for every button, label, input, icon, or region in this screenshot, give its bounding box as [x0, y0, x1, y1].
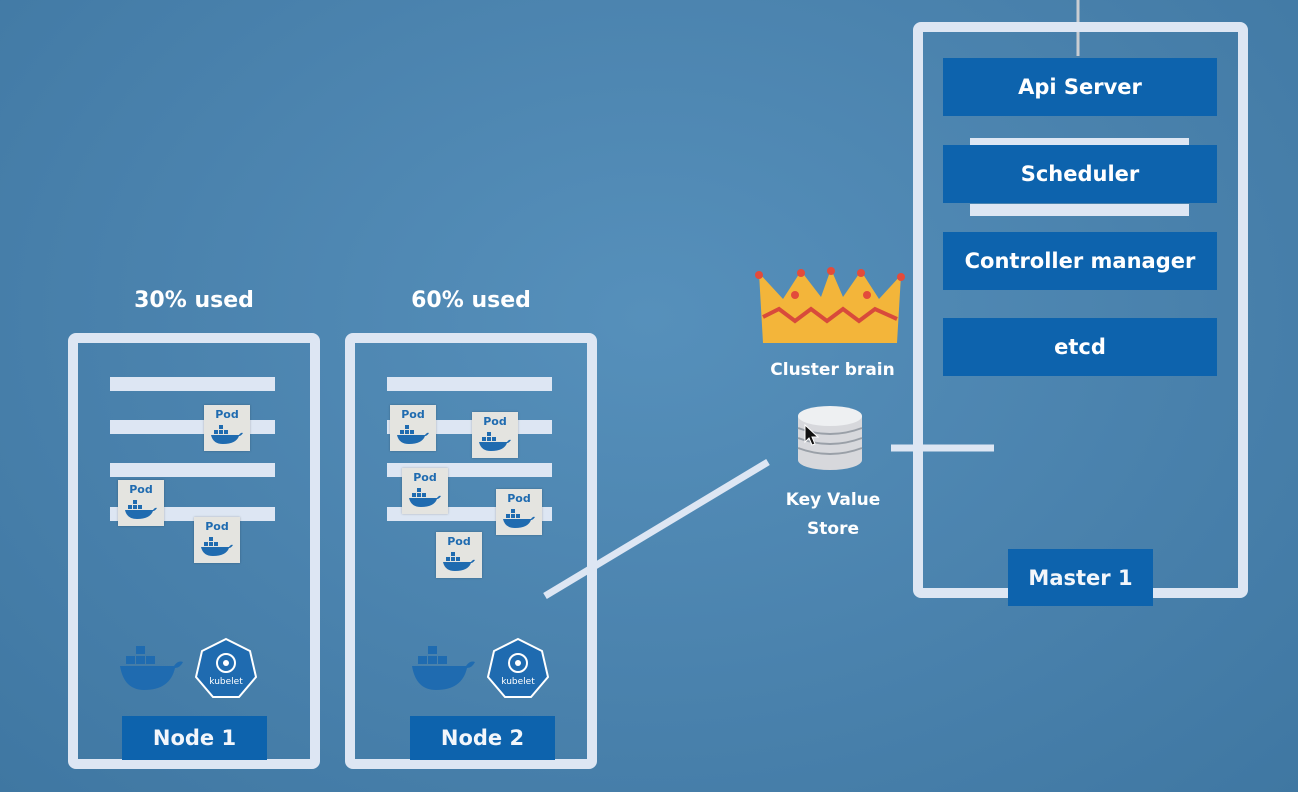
node1-label: Node 1 — [122, 716, 267, 760]
scheduler-block: Scheduler — [943, 145, 1217, 203]
pod: Pod — [402, 468, 448, 514]
kv-store-line2: Store — [807, 519, 859, 539]
docker-whale-icon — [443, 552, 475, 571]
cursor-icon — [804, 424, 820, 446]
docker-whale-icon — [397, 425, 429, 444]
docker-whale-icon — [479, 432, 511, 451]
controller-manager-block: Controller manager — [943, 232, 1217, 290]
pod: Pod — [436, 532, 482, 578]
pod: Pod — [194, 517, 240, 563]
node-to-store-line — [543, 458, 770, 600]
node1-slot — [110, 420, 275, 434]
kv-store-line1: Key Value — [785, 490, 881, 510]
node1-frame — [68, 333, 320, 769]
database-icon — [797, 406, 863, 470]
docker-whale-icon — [412, 646, 475, 690]
cluster-brain-label: Cluster brain — [770, 360, 895, 380]
pod-label: Pod — [205, 520, 229, 533]
pod-label: Pod — [401, 408, 425, 421]
pod-label: Pod — [507, 492, 531, 505]
kubelet-label: kubelet — [209, 677, 243, 687]
etcd-block: etcd — [943, 318, 1217, 376]
kubelet-label: kubelet — [501, 677, 535, 687]
node2-label: Node 2 — [410, 716, 555, 760]
master-label: Master 1 — [1008, 549, 1153, 606]
api-server-block: Api Server — [943, 58, 1217, 116]
kv-store-label: Key Value Store — [768, 486, 898, 544]
pod-label: Pod — [215, 408, 239, 421]
pod-label: Pod — [129, 483, 153, 496]
scheduler-slot — [970, 204, 1189, 216]
pod: Pod — [472, 412, 518, 458]
node1-slot — [110, 463, 275, 477]
node2-usage: 60% used — [411, 288, 531, 313]
docker-whale-icon — [120, 646, 183, 690]
docker-whale-icon — [211, 425, 243, 444]
node1-usage: 30% used — [134, 288, 254, 313]
pod-label: Pod — [447, 535, 471, 548]
docker-whale-icon — [201, 537, 233, 556]
docker-whale-icon — [503, 509, 535, 528]
docker-whale-icon — [409, 488, 441, 507]
pod-label: Pod — [483, 415, 507, 428]
pod: Pod — [204, 405, 250, 451]
docker-whale-icon — [125, 500, 157, 519]
node2-slot — [387, 377, 552, 391]
pod: Pod — [390, 405, 436, 451]
kubelet-icon: kubelet — [486, 637, 550, 699]
pod: Pod — [496, 489, 542, 535]
node1-slot — [110, 377, 275, 391]
pod-label: Pod — [413, 471, 437, 484]
kubelet-icon: kubelet — [194, 637, 258, 699]
pod: Pod — [118, 480, 164, 526]
node2-frame — [345, 333, 597, 769]
crown-icon — [755, 267, 905, 343]
